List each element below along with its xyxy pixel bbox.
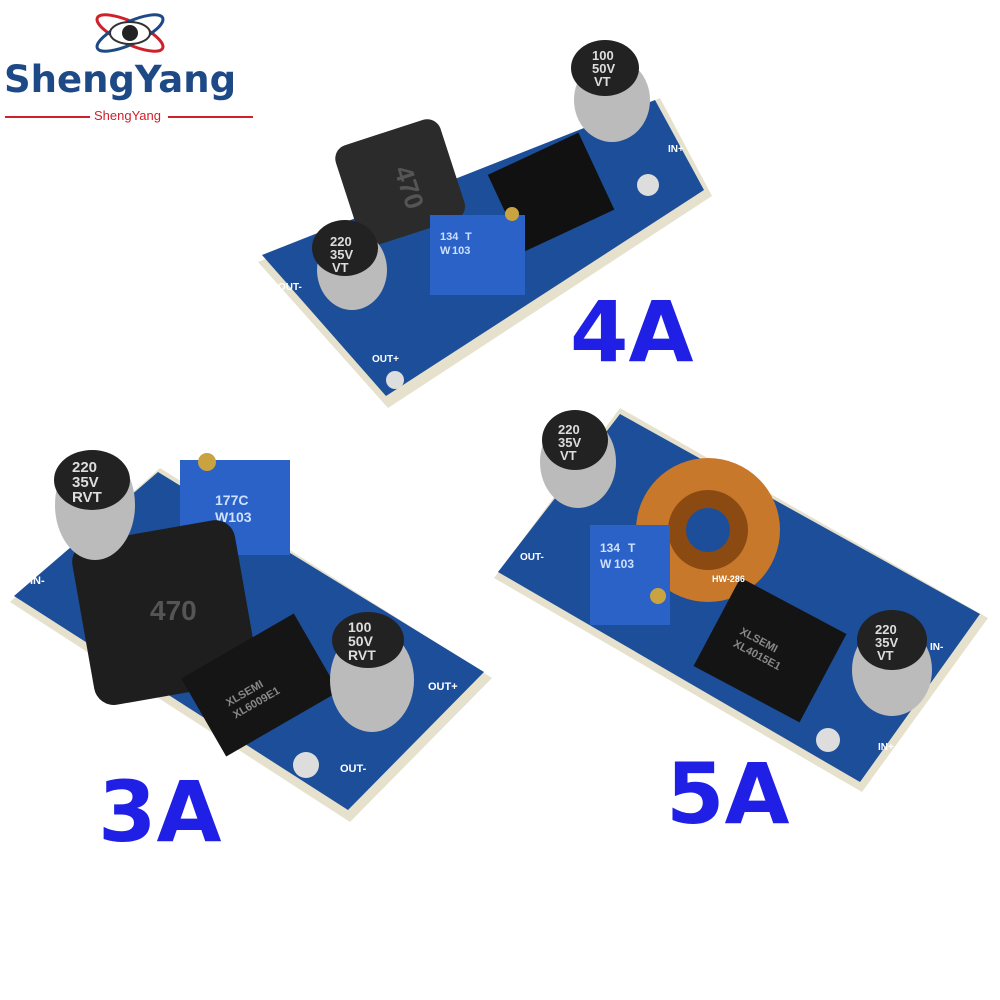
- trimmer-marking: W: [440, 245, 451, 257]
- svg-text:470: 470: [150, 595, 197, 626]
- svg-text:IN+: IN+: [668, 144, 684, 155]
- svg-text:220: 220: [72, 459, 97, 476]
- inductor-3a: [72, 520, 257, 705]
- svg-text:100: 100: [348, 619, 372, 635]
- svg-text:VT: VT: [594, 74, 611, 89]
- svg-text:RVT: RVT: [348, 647, 376, 663]
- trimmer-marking: T: [465, 231, 472, 243]
- svg-text:VT: VT: [560, 448, 577, 463]
- trimmer-marking: W103: [215, 509, 252, 525]
- board-3a: 177C W103 470 XLSEMI XL6009E1 220 35V RV…: [10, 450, 492, 822]
- svg-text:35V: 35V: [875, 635, 898, 650]
- board-5a: 134 T W 103 XLSEMI XL4015E1 220 35V VT 2…: [494, 408, 988, 792]
- svg-text:HW-286: HW-286: [712, 574, 745, 584]
- eye-logo-icon: [95, 13, 165, 53]
- svg-text:RVT: RVT: [72, 489, 102, 506]
- trimmer-marking: 103: [452, 245, 470, 257]
- svg-text:35V: 35V: [330, 247, 353, 262]
- trimmer-marking: W: [600, 557, 612, 571]
- trimmer-marking: 134: [600, 541, 620, 555]
- svg-text:IN-: IN-: [30, 575, 45, 587]
- brand-logo: ShengYang ShengYang: [0, 0, 260, 130]
- svg-text:IN+: IN+: [878, 742, 894, 753]
- svg-text:35V: 35V: [558, 435, 581, 450]
- svg-text:35V: 35V: [72, 474, 99, 491]
- svg-text:OUT-: OUT-: [278, 282, 302, 293]
- divider: [168, 116, 253, 118]
- svg-text:OUT+: OUT+: [372, 354, 399, 365]
- board-4a: 470 134 T W 103 220 35V VT 100 50V VT IN…: [258, 40, 712, 408]
- svg-text:50V: 50V: [348, 633, 374, 649]
- regulator-chip: [693, 577, 847, 723]
- divider: [5, 116, 90, 118]
- trimmer-marking: T: [628, 541, 636, 555]
- svg-text:220: 220: [558, 422, 580, 437]
- trimmer-marking: 177C: [215, 492, 248, 508]
- trimmer-pot: [430, 215, 525, 295]
- brand-subtitle: ShengYang: [94, 108, 161, 123]
- svg-text:50V: 50V: [592, 61, 615, 76]
- svg-text:OUT+: OUT+: [428, 681, 458, 693]
- label-3a: 3A: [98, 763, 222, 861]
- label-5a: 5A: [666, 745, 790, 843]
- svg-text:OUT-: OUT-: [340, 763, 367, 775]
- svg-text:VT: VT: [877, 648, 894, 663]
- svg-text:OUT-: OUT-: [520, 552, 544, 563]
- trimmer-pot: [590, 525, 670, 625]
- trimmer-marking: 134: [440, 231, 459, 243]
- svg-text:220: 220: [330, 234, 352, 249]
- trimmer-marking: 103: [614, 557, 634, 571]
- inductor-4a: [335, 119, 466, 246]
- brand-name: ShengYang: [4, 58, 237, 101]
- svg-text:VT: VT: [332, 260, 349, 275]
- svg-text:220: 220: [875, 622, 897, 637]
- label-4a: 4A: [570, 283, 694, 381]
- regulator-chip: [181, 613, 339, 757]
- svg-text:100: 100: [592, 48, 614, 63]
- svg-text:IN-: IN-: [930, 642, 943, 653]
